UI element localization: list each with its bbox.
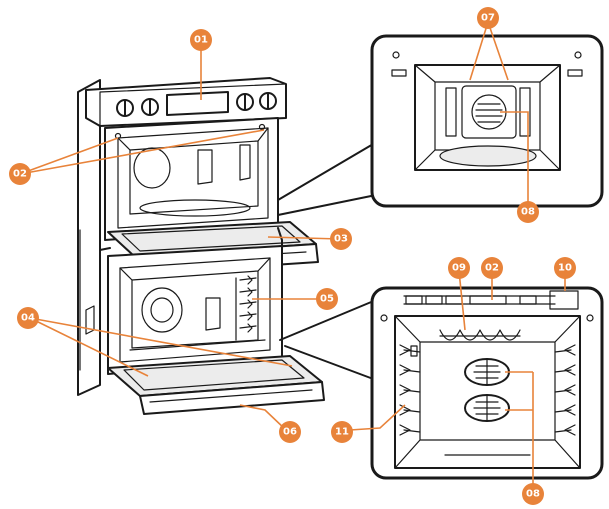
callout-label: 07 [481, 13, 495, 24]
top-heating-element [439, 329, 521, 341]
callout-label: 05 [320, 294, 334, 305]
upper-oven-inset [370, 34, 604, 208]
callout-badge-06: 06 [279, 421, 301, 443]
inset-screw-left [392, 51, 400, 59]
lower-oven-inset [370, 286, 604, 480]
right-rack-guides [554, 344, 576, 436]
callout-label: 02 [13, 169, 27, 180]
upper-inset-tray [439, 145, 537, 167]
lower-zoom-pointer [279, 299, 377, 381]
control-knobs [116, 92, 277, 117]
callout-badge-09: 09 [448, 257, 470, 279]
callout-badge-04: 04 [17, 307, 39, 329]
lower-top-module [549, 290, 579, 310]
upper-oven-tray [139, 199, 251, 217]
callout-label: 02 [485, 263, 499, 274]
inset-screw-right [574, 51, 582, 59]
callout-badge-03: 03 [330, 228, 352, 250]
oven-side-panel [77, 79, 101, 396]
callout-badge-11: 11 [331, 421, 353, 443]
callout-badge-01: 01 [190, 29, 212, 51]
display-window [166, 91, 229, 116]
lower-fan-cover [141, 287, 183, 333]
callout-label: 11 [335, 427, 349, 438]
callout-badge-07: 07 [477, 7, 499, 29]
callout-label: 04 [21, 313, 35, 324]
left-rack-guides [399, 344, 421, 436]
callout-leader-lines [19, 21, 566, 490]
callout-badge-05: 05 [316, 288, 338, 310]
double-wall-oven [77, 77, 325, 415]
upper-oven-cavity [117, 127, 269, 229]
callout-badge-08-lower-inset: 08 [522, 483, 544, 505]
callout-badge-08-upper-inset: 08 [517, 201, 539, 223]
callout-badge-02-lower-inset: 02 [481, 257, 503, 279]
callout-badge-02-upper-oven: 02 [9, 163, 31, 185]
upper-oven-frame [104, 117, 279, 241]
callout-label: 01 [194, 35, 208, 46]
callout-label: 09 [452, 263, 466, 274]
lower-oven-cavity [119, 257, 271, 363]
lower-rack-guides [235, 275, 257, 341]
callout-badge-10: 10 [554, 257, 576, 279]
upper-inset-frame [370, 34, 604, 208]
upper-zoom-pointer [277, 139, 381, 216]
callout-label: 06 [283, 427, 297, 438]
callout-label: 03 [334, 234, 348, 245]
vent-sensor-block [469, 295, 507, 305]
upper-heater-left [445, 87, 457, 137]
callout-label: 08 [521, 207, 535, 218]
callout-label: 08 [526, 489, 540, 500]
callout-label: 10 [558, 263, 572, 274]
lower-oven-frame [107, 245, 283, 375]
upper-fan-cover [133, 147, 171, 189]
